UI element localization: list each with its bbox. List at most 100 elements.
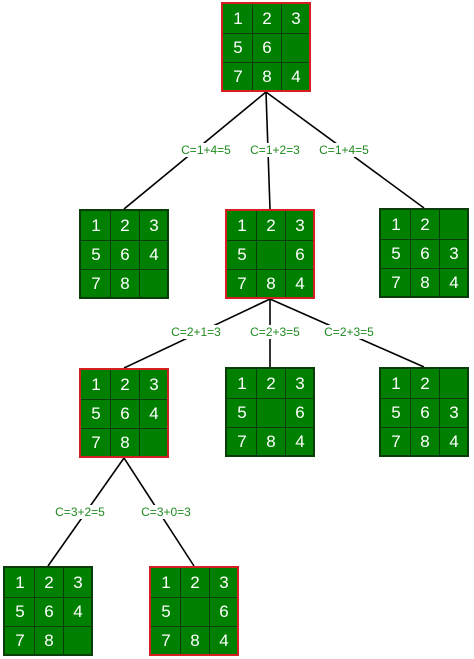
tile: 5: [233, 38, 243, 57]
tile: 5: [237, 403, 247, 422]
grid-line: [381, 239, 467, 240]
tile: 5: [391, 403, 401, 422]
tile: 1: [237, 216, 247, 235]
tile: 7: [161, 631, 171, 650]
cost-label: C=3+2=5: [53, 505, 107, 519]
grid-line: [139, 370, 140, 456]
tile: 8: [190, 631, 200, 650]
grid-line: [381, 427, 467, 428]
tile: 6: [420, 244, 430, 263]
grid-line: [81, 428, 167, 429]
tile: 3: [149, 216, 159, 235]
grid-line: [227, 398, 313, 399]
cost-label: C=1+2=3: [248, 143, 302, 157]
tile: 4: [449, 432, 459, 451]
grid-line: [285, 211, 286, 297]
tile: 6: [44, 602, 54, 621]
grid-line: [209, 568, 210, 654]
tile: 6: [219, 602, 229, 621]
tile: 8: [120, 274, 130, 293]
tile: 4: [291, 67, 301, 86]
tile: 4: [295, 432, 305, 451]
tile: 3: [449, 403, 459, 422]
tile: 1: [233, 9, 243, 28]
tile: 2: [266, 374, 276, 393]
tile: 4: [149, 245, 159, 264]
tile: 3: [295, 216, 305, 235]
grid-line: [81, 269, 167, 270]
tile: 5: [15, 602, 25, 621]
tile: 2: [44, 573, 54, 592]
grid-line: [139, 211, 140, 297]
cost-label: C=2+3=5: [248, 325, 302, 339]
tile: 1: [391, 374, 401, 393]
tile: 2: [190, 573, 200, 592]
tile: 8: [120, 433, 130, 452]
tile: 2: [120, 216, 130, 235]
grid-line: [81, 399, 167, 400]
tile: 6: [120, 245, 130, 264]
grid-line: [5, 597, 91, 598]
tile: 1: [15, 573, 25, 592]
tile: 8: [266, 432, 276, 451]
tile: 2: [266, 216, 276, 235]
grid-line: [227, 427, 313, 428]
grid-line: [227, 269, 313, 270]
tile: 1: [237, 374, 247, 393]
blank-tile: [139, 428, 169, 458]
tile: 3: [73, 573, 83, 592]
tile: 6: [120, 404, 130, 423]
tile: 8: [44, 631, 54, 650]
tile: 4: [219, 631, 229, 650]
tile: 7: [233, 67, 243, 86]
tile: 7: [237, 432, 247, 451]
grid-line: [227, 240, 313, 241]
tile: 4: [449, 273, 459, 292]
tile: 5: [237, 245, 247, 264]
tile: 1: [91, 216, 101, 235]
blank-tile: [63, 626, 93, 656]
grid-line: [439, 210, 440, 296]
tile: 4: [149, 404, 159, 423]
tile: 3: [295, 374, 305, 393]
blank-tile: [281, 33, 311, 63]
grid-line: [34, 568, 35, 654]
tile: 5: [91, 404, 101, 423]
tile: 4: [295, 274, 305, 293]
tile: 3: [219, 573, 229, 592]
tile: 2: [420, 374, 430, 393]
tile: 7: [91, 274, 101, 293]
grid-line: [151, 597, 237, 598]
cost-label: C=2+3=5: [322, 325, 376, 339]
tile: 1: [91, 375, 101, 394]
grid-line: [256, 369, 257, 455]
cost-label: C=2+1=3: [169, 325, 223, 339]
tile: 2: [262, 9, 272, 28]
tile: 5: [91, 245, 101, 264]
tile: 7: [15, 631, 25, 650]
tile: 1: [161, 573, 171, 592]
cost-label: C=1+4=5: [179, 143, 233, 157]
grid-line: [151, 626, 237, 627]
grid-line: [223, 33, 309, 34]
grid-line: [110, 370, 111, 456]
tile: 2: [120, 375, 130, 394]
tile: 8: [420, 432, 430, 451]
blank-tile: [180, 597, 210, 627]
tile: 4: [73, 602, 83, 621]
tile: 6: [262, 38, 272, 57]
tile: 6: [295, 403, 305, 422]
cost-label: C=1+4=5: [317, 143, 371, 157]
tile: 2: [420, 215, 430, 234]
grid-line: [63, 568, 64, 654]
tile: 7: [237, 274, 247, 293]
